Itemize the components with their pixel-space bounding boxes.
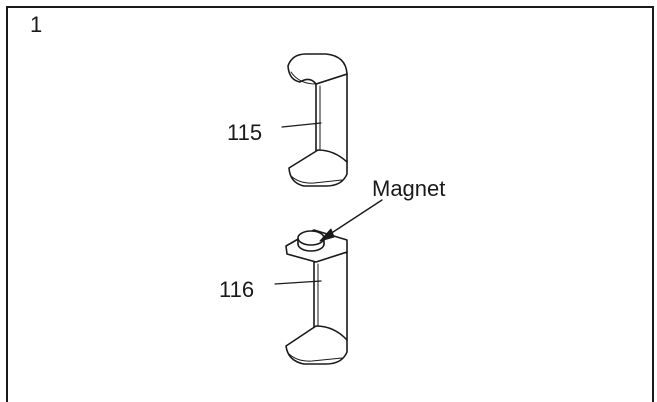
clip-116-drawing bbox=[285, 229, 348, 365]
step-number: 1 bbox=[30, 12, 43, 37]
part-number-115: 115 bbox=[227, 120, 263, 145]
clip-115-bottom-foot bbox=[288, 149, 348, 187]
step-frame bbox=[6, 6, 654, 402]
magnet-drawing bbox=[297, 230, 325, 252]
magnet-label: Magnet bbox=[372, 176, 446, 201]
leader-line-116 bbox=[274, 280, 322, 285]
leader-line-magnet bbox=[326, 199, 383, 237]
clip-115-drawing bbox=[287, 53, 348, 187]
part-number-116: 116 bbox=[219, 277, 255, 302]
leader-line-115 bbox=[281, 122, 322, 128]
clip-115-top-lip bbox=[287, 53, 348, 85]
magnet-arrowhead bbox=[319, 228, 335, 242]
clip-116-bottom-foot bbox=[285, 325, 348, 365]
